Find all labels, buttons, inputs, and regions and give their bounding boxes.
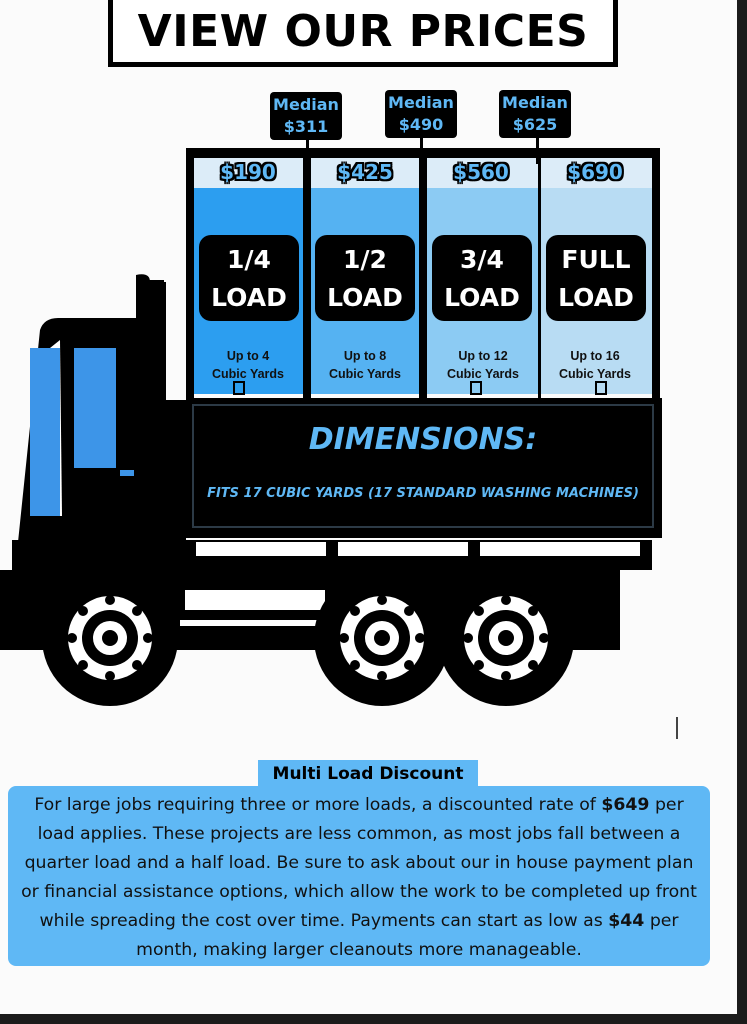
load-price-quarter: $190 <box>220 160 276 184</box>
container-left-post <box>186 148 194 400</box>
capacity-line1: Up to 16 <box>570 349 620 363</box>
load-capacity-quarter: Up to 4 Cubic Yards <box>193 347 303 383</box>
text-cursor-mark <box>676 717 678 739</box>
load-size-line2: LOAD <box>211 283 287 312</box>
cab-window-right <box>74 348 116 468</box>
capacity-line2: Cubic Yards <box>446 367 520 381</box>
median-value: $490 <box>398 115 444 134</box>
median-label: Median <box>502 93 568 112</box>
discount-text-2: per load applies. These projects are les… <box>21 795 697 931</box>
page-title: VIEW OUR PRICES <box>137 5 589 57</box>
load-badge-half: 1/2 LOAD <box>315 235 415 321</box>
monthly-payment: $44 <box>608 911 645 931</box>
load-badge-full: FULL LOAD <box>546 235 646 321</box>
load-badge-three-quarter: 3/4 LOAD <box>432 235 532 321</box>
load-size-line1: FULL <box>561 245 631 274</box>
median-connector-2 <box>420 128 423 150</box>
load-size-line1: 3/4 <box>460 245 504 274</box>
discount-text-1: For large jobs requiring three or more l… <box>34 795 602 815</box>
dimensions-title: DIMENSIONS: <box>308 422 538 457</box>
load-price-full: $690 <box>567 160 623 184</box>
wheel-rear-1 <box>314 570 450 706</box>
cab-window-left <box>30 348 60 516</box>
capacity-line2: Cubic Yards <box>328 367 402 381</box>
container-right-post <box>652 148 660 400</box>
capacity-line1: Up to 4 <box>226 349 270 363</box>
wheel-rear-2 <box>438 570 574 706</box>
median-connector-3 <box>536 128 539 164</box>
load-size-line2: LOAD <box>444 283 520 312</box>
load-capacity-three-quarter: Up to 12 Cubic Yards <box>428 347 538 383</box>
divider-3 <box>538 148 541 398</box>
capacity-line1: Up to 12 <box>458 349 508 363</box>
load-capacity-full: Up to 16 Cubic Yards <box>540 347 650 383</box>
load-size-line2: LOAD <box>558 283 634 312</box>
discount-panel: For large jobs requiring three or more l… <box>8 786 710 966</box>
title-banner: VIEW OUR PRICES <box>108 0 618 67</box>
capacity-line2: Cubic Yards <box>211 367 285 381</box>
median-value: $311 <box>283 117 329 136</box>
load-price-three-quarter: $560 <box>453 160 509 184</box>
capacity-line2: Cubic Yards <box>558 367 632 381</box>
median-tag-2: Median $490 <box>385 90 457 138</box>
median-label: Median <box>388 93 454 112</box>
divider-2 <box>419 148 427 406</box>
load-capacity-half: Up to 8 Cubic Yards <box>310 347 420 383</box>
dimensions-box <box>186 398 662 538</box>
median-tag-3: Median $625 <box>499 90 571 138</box>
load-price-half: $425 <box>337 160 393 184</box>
load-size-line1: 1/2 <box>343 245 387 274</box>
discount-title: Multi Load Discount <box>272 764 464 784</box>
dimensions-subtitle: FITS 17 CUBIC YARDS (17 STANDARD WASHING… <box>207 486 639 501</box>
load-size-line1: 1/4 <box>227 245 271 274</box>
median-value: $625 <box>512 115 558 134</box>
divider-1 <box>303 148 311 406</box>
median-tag-1: Median $311 <box>270 92 342 140</box>
discount-title-box: Multi Load Discount <box>258 760 478 788</box>
discount-text-3: per month, making larger cleanouts more … <box>136 911 679 960</box>
load-size-line2: LOAD <box>327 283 403 312</box>
median-label: Median <box>273 95 339 114</box>
discount-rate: $649 <box>601 795 650 815</box>
wheel-front <box>42 570 178 706</box>
capacity-line1: Up to 8 <box>343 349 387 363</box>
load-badge-quarter: 1/4 LOAD <box>199 235 299 321</box>
